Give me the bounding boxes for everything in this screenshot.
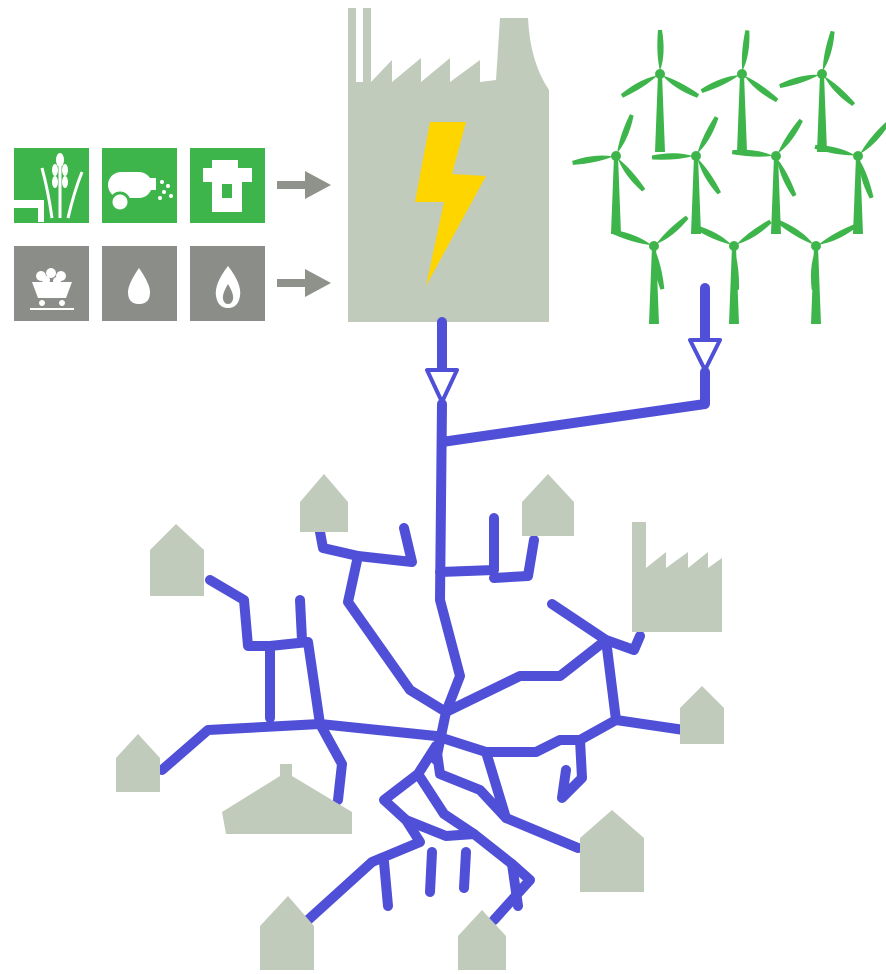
fossil-input-arrow-icon [277,269,331,297]
fossil-sources [14,246,265,321]
wood-log-icon [190,148,265,223]
wind-turbine-icon [620,30,700,152]
wind-turbine-icon [700,30,779,152]
wind-turbine-icon [572,114,646,234]
grid-line [459,847,471,893]
renewable-input-arrow-icon [277,171,331,199]
grid-line [431,741,583,853]
house-icon [150,524,204,596]
wind-turbine-icon [778,220,857,324]
wind-output-arrow-icon [688,338,722,372]
grid-line [435,513,499,577]
grid-line [601,631,645,655]
house-icon [260,896,314,970]
consumers [116,474,724,970]
grid-line [481,747,511,823]
grid-line [295,595,307,645]
grid-line [353,523,417,567]
grid-line [425,847,437,897]
grid-line [489,535,539,583]
wind-turbine-icon [779,30,856,152]
wind-turbine-icon [611,215,689,324]
manure-tanker-icon [102,148,177,223]
wind-turbine-icon [731,118,803,234]
power-plant [348,8,549,322]
farm-building-icon [222,764,352,834]
grid-line [205,575,275,651]
grid-line [507,859,523,911]
grid-line [547,599,611,645]
wind-turbine-icon [651,116,722,234]
grid-line [265,637,441,741]
grid-line [401,815,479,841]
wind-turbine-icon [814,121,886,234]
gas-flame-icon [190,246,265,321]
house-icon [580,810,644,892]
house-icon [116,734,160,792]
wind-farm [572,30,886,324]
lightning-bolt-icon [415,122,486,286]
crop-plant-icon [14,148,89,223]
renewable-sources [14,148,265,223]
house-icon [680,686,724,744]
house-icon [522,474,574,536]
grid-line [413,769,535,925]
plant-output-arrow-icon [425,368,459,404]
oil-drop-icon [102,246,177,321]
input-arrows [277,171,331,297]
factory-icon [632,522,722,632]
grid-line [437,367,710,447]
grid-line [431,635,621,757]
grid-line [611,715,689,735]
power-grid [157,283,710,925]
grid-line [315,719,347,805]
grid-line [315,527,451,717]
grid-line [157,719,325,775]
house-icon [458,910,506,970]
grid-arrows [425,338,722,404]
grid-line [431,399,465,765]
wind-turbine-icon [693,219,772,324]
grid-line [557,735,587,803]
grid-line [379,857,393,911]
coal-cart-icon [14,246,89,321]
house-icon [300,474,348,532]
